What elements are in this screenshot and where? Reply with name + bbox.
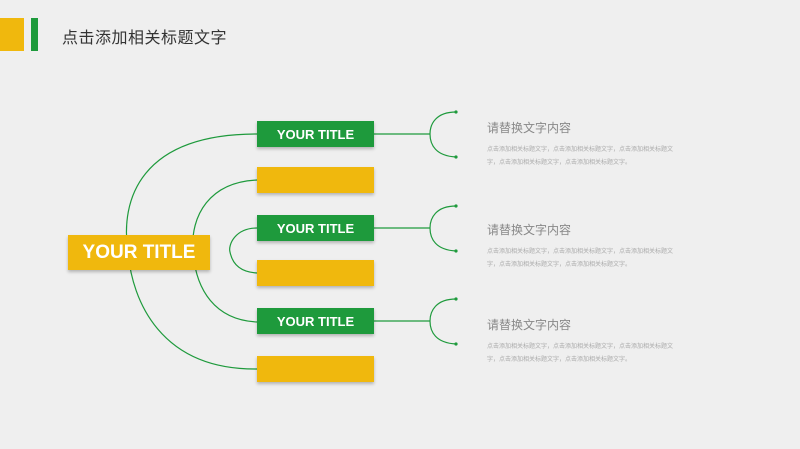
detail-block-3: 请替换文字内容 点击添加相关标题文字，点击添加相关标题文字，点击添加相关标题文字… bbox=[487, 316, 687, 366]
bracket-1 bbox=[429, 111, 457, 158]
header-accent-yellow bbox=[0, 18, 24, 51]
detail-body: 点击添加相关标题文字，点击添加相关标题文字，点击添加相关标题文字，点击添加相关标… bbox=[487, 343, 674, 363]
bracket-dot bbox=[454, 155, 458, 159]
detail-body: 点击添加相关标题文字，点击添加相关标题文字，点击添加相关标题文字，点击添加相关标… bbox=[487, 248, 674, 268]
bracket-dot bbox=[454, 297, 458, 301]
page-title: 点击添加相关标题文字 bbox=[62, 28, 228, 47]
bracket-3 bbox=[429, 298, 457, 345]
detail-body: 点击添加相关标题文字，点击添加相关标题文字，点击添加相关标题文字，点击添加相关标… bbox=[487, 146, 674, 166]
detail-title: 请替换文字内容 bbox=[487, 121, 572, 135]
detail-block-2: 请替换文字内容 点击添加相关标题文字，点击添加相关标题文字，点击添加相关标题文字… bbox=[487, 221, 687, 271]
node-3: YOUR TITLE bbox=[257, 215, 374, 241]
connector-arc-inner bbox=[229, 227, 258, 274]
detail-title: 请替换文字内容 bbox=[487, 318, 572, 332]
node-6 bbox=[257, 356, 374, 382]
header-accent-green bbox=[31, 18, 38, 51]
bracket-dot bbox=[454, 342, 458, 346]
node-2 bbox=[257, 167, 374, 193]
detail-title: 请替换文字内容 bbox=[487, 223, 572, 237]
bracket-dot bbox=[454, 204, 458, 208]
bracket-2 bbox=[429, 205, 457, 252]
bracket-dot bbox=[454, 249, 458, 253]
node-5: YOUR TITLE bbox=[257, 308, 374, 334]
bracket-dot bbox=[454, 110, 458, 114]
detail-block-1: 请替换文字内容 点击添加相关标题文字，点击添加相关标题文字，点击添加相关标题文字… bbox=[487, 119, 687, 169]
root-node: YOUR TITLE bbox=[68, 235, 210, 270]
node-4 bbox=[257, 260, 374, 286]
node-1: YOUR TITLE bbox=[257, 121, 374, 147]
